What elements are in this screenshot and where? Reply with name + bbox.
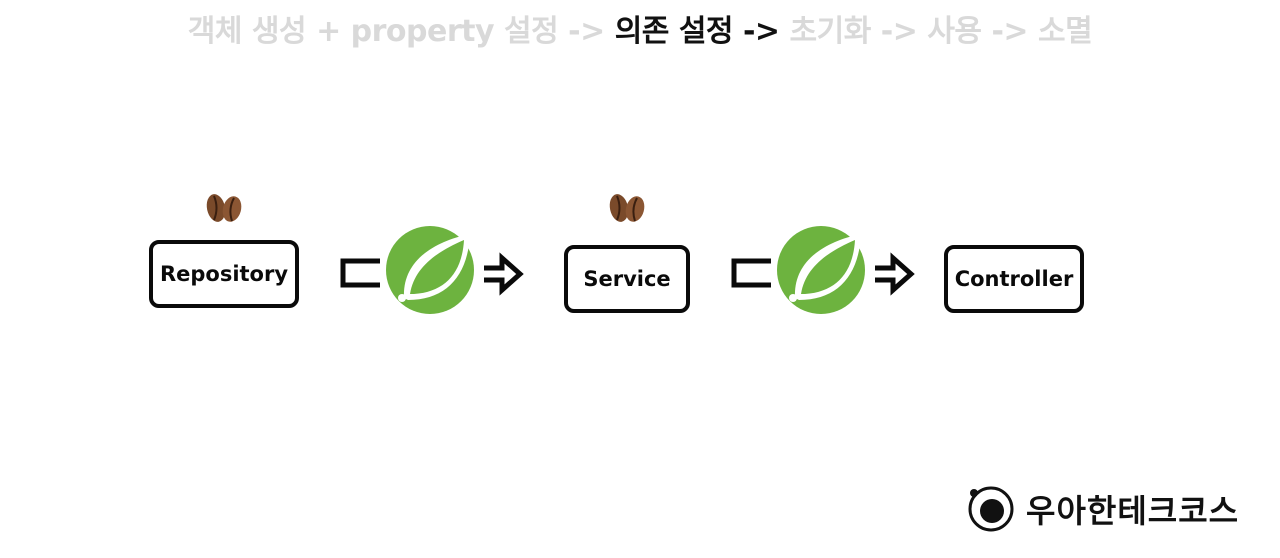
brand-logo: 우아한테크코스 bbox=[966, 484, 1239, 534]
bracket-icon bbox=[340, 258, 380, 288]
step-create: 객체 생성 + property 설정 -> bbox=[187, 14, 605, 49]
step-destroy: 소멸 bbox=[1038, 14, 1093, 49]
spring-leaf-icon bbox=[386, 226, 474, 314]
brand-orbit-icon bbox=[968, 486, 1014, 532]
arrow-right-icon bbox=[484, 252, 524, 296]
repository-box: Repository bbox=[149, 240, 299, 308]
controller-box: Controller bbox=[944, 245, 1084, 313]
bracket-icon bbox=[731, 258, 771, 288]
step-use: 사용 -> bbox=[927, 14, 1029, 49]
coffee-bean-icon bbox=[206, 194, 242, 222]
step-dependency: 의존 설정 -> bbox=[614, 14, 780, 49]
brand-name: 우아한테크코스 bbox=[1026, 492, 1240, 530]
spring-leaf-icon bbox=[777, 226, 865, 314]
coffee-bean-icon bbox=[609, 194, 645, 222]
lifecycle-title: 객체 생성 + property 설정 -> 의존 설정 -> 초기화 -> 사… bbox=[0, 6, 1280, 50]
arrow-right-icon bbox=[875, 252, 915, 296]
service-box: Service bbox=[564, 245, 690, 313]
step-init: 초기화 -> bbox=[789, 14, 918, 49]
